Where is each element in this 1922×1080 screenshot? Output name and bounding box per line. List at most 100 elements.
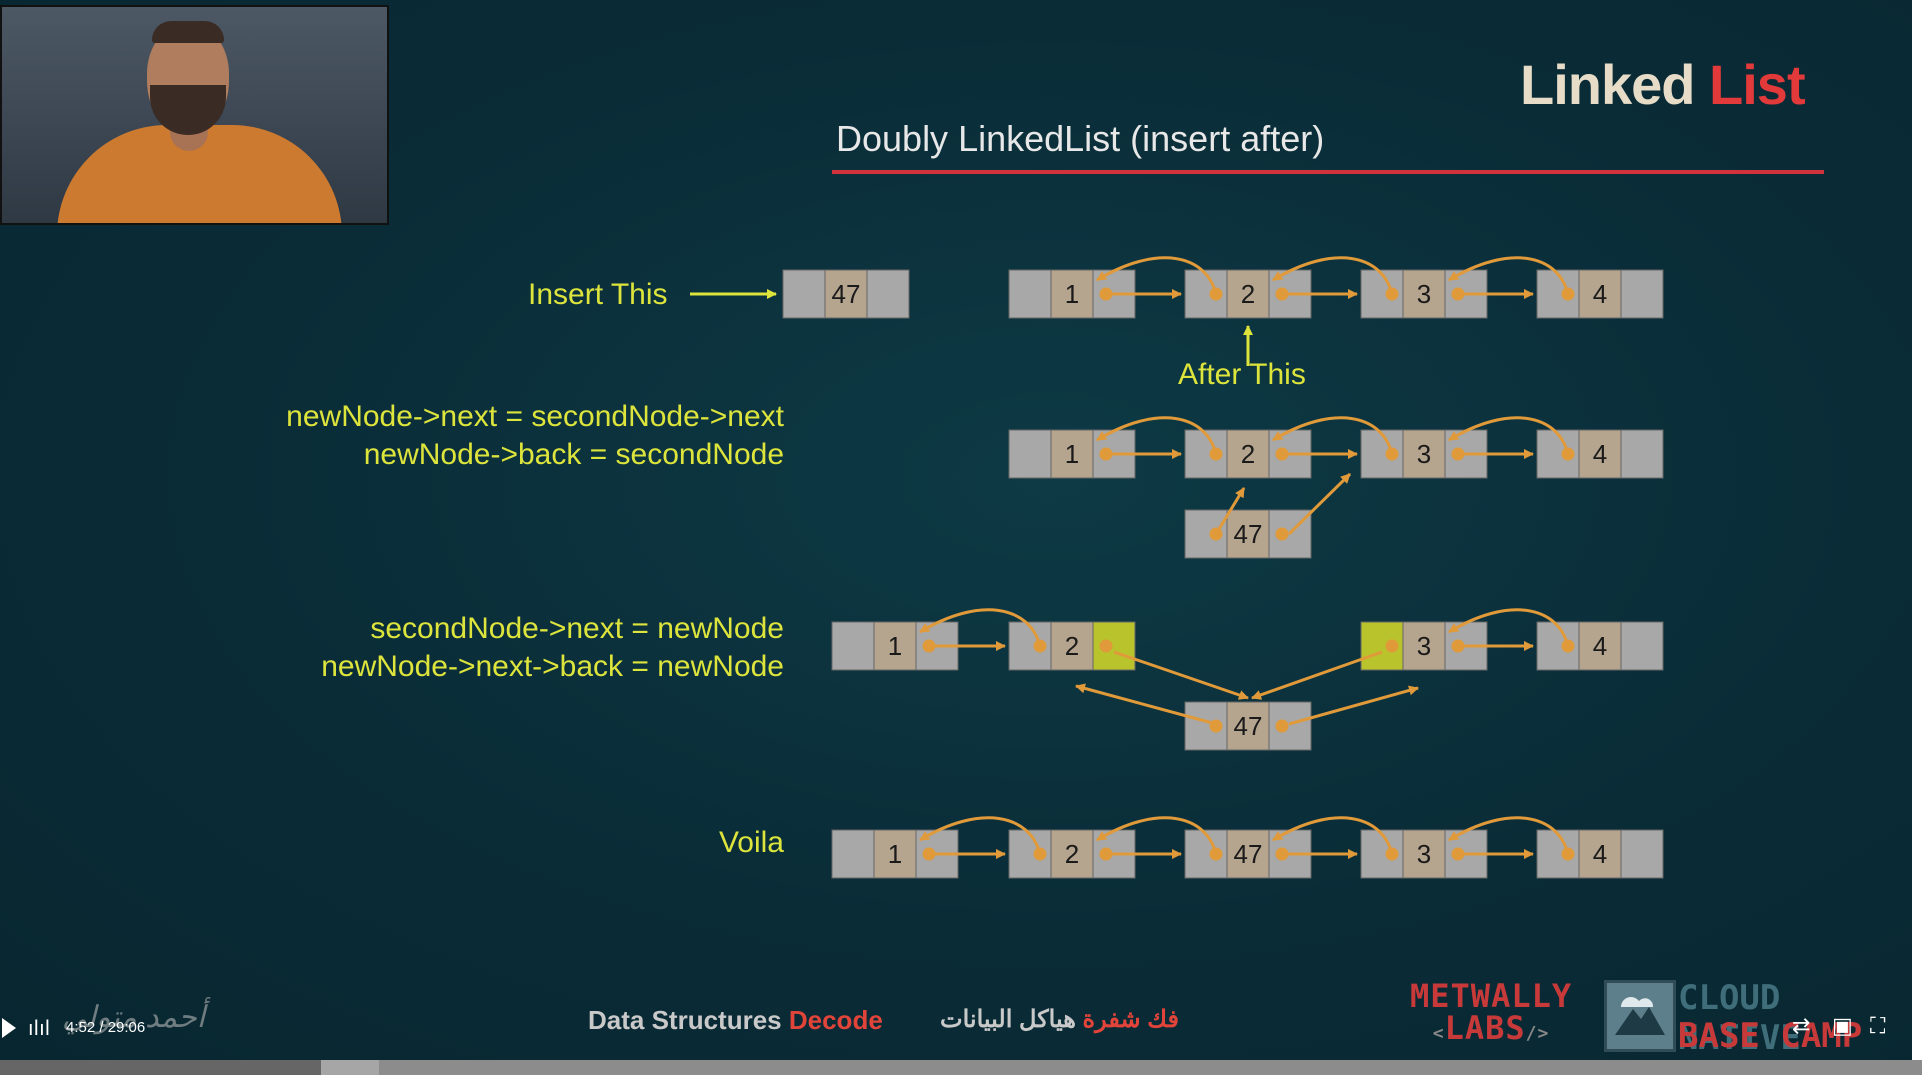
node-back-cell — [782, 269, 826, 319]
node-value-text: 4 — [1593, 631, 1607, 661]
node-value-text: 47 — [1234, 519, 1263, 549]
list-node-n4: 4 — [1536, 621, 1664, 671]
cloud-native-mountain-icon — [1604, 980, 1676, 1052]
presenter-hair — [152, 21, 224, 43]
cloud-native-text: CLOUD NATIVE — [1678, 978, 1801, 1058]
node-value-text: 2 — [1065, 839, 1079, 869]
next-pointer-dot — [1275, 527, 1289, 541]
node-value-cell — [873, 621, 917, 671]
list-node-n4: 4 — [1536, 429, 1664, 479]
node-value-cell — [824, 269, 868, 319]
node-next-cell — [1268, 701, 1312, 751]
footer-decode-word: Decode — [788, 1005, 883, 1035]
node-value-text: 3 — [1417, 631, 1431, 661]
presenter-camera — [0, 5, 389, 225]
list-node-n1: 1 — [1008, 269, 1136, 319]
metwally-line1: METWALLY — [1410, 977, 1573, 1015]
back-arrow — [1096, 816, 1218, 855]
back-arrow — [919, 816, 1042, 855]
label-step1-line1: newNode->next = secondNode->next — [286, 400, 784, 433]
title-word-list: List — [1709, 53, 1806, 116]
node-back-cell — [831, 829, 875, 879]
list-node-n4: 4 — [1536, 829, 1664, 879]
label-step1-line2: newNode->back = secondNode — [363, 438, 784, 471]
list-node-new_node: 47 — [1184, 509, 1312, 559]
node-value-text: 4 — [1593, 279, 1607, 309]
label-step2-line2: newNode->next->back = newNode — [321, 650, 784, 683]
next-pointer-dot — [1275, 719, 1289, 733]
metwally-line2: LABS — [1444, 1009, 1526, 1047]
fullscreen-icon[interactable]: ⛶ — [1870, 1014, 1886, 1039]
settings-icon[interactable]: ⇄ — [1792, 1014, 1811, 1039]
play-icon[interactable] — [2, 1018, 16, 1038]
back-arrow — [1096, 256, 1218, 295]
node-value-cell — [1050, 269, 1094, 319]
list-node-n4: 4 — [1536, 269, 1664, 319]
slide-subtitle: Doubly LinkedList (insert after) — [836, 118, 1325, 159]
back-arrow — [1448, 816, 1570, 855]
footer-arabic-white: هياكل البيانات — [940, 1006, 1076, 1033]
node-value-text: 47 — [1234, 711, 1263, 741]
node-value-cell — [1402, 429, 1446, 479]
back-arrow — [1272, 816, 1394, 855]
node-next-cell — [1620, 429, 1664, 479]
metwally-tag-close: /> — [1525, 1023, 1550, 1044]
back-arrow — [1096, 416, 1218, 455]
node-value-text: 4 — [1593, 439, 1607, 469]
node-value-cell — [1226, 429, 1270, 479]
node-value-text: 1 — [888, 631, 902, 661]
time-display: 4:52 / 29:06 — [66, 1019, 146, 1036]
newnode-next-arrow-r3 — [1288, 685, 1419, 726]
node-back-cell — [1008, 621, 1052, 671]
node-value-cell — [1578, 621, 1622, 671]
back-arrow — [1272, 256, 1394, 295]
newnode-back-arrow-r3 — [1075, 683, 1217, 726]
back-arrow — [1448, 416, 1570, 455]
footer-series-title: Data Structures Decode — [588, 1005, 883, 1036]
node-next-cell — [1092, 621, 1136, 671]
footer-arabic-title: فك شفرة هياكل البيانات — [940, 1005, 1179, 1034]
node-value-cell — [1226, 829, 1270, 879]
node-value-text: 4 — [1593, 839, 1607, 869]
second-next-arrow — [1113, 650, 1249, 700]
back-pointer-dot — [1385, 639, 1399, 653]
next-pointer-dot — [1099, 639, 1113, 653]
progress-track[interactable] — [0, 1060, 1922, 1075]
label-insert-this: Insert This — [528, 278, 668, 311]
node-back-cell — [1008, 429, 1052, 479]
node-value-text: 3 — [1417, 439, 1431, 469]
back-arrow — [919, 608, 1042, 647]
list-node-new_node: 47 — [782, 269, 910, 319]
page-right-margin — [1912, 0, 1922, 1080]
node-value-text: 47 — [832, 279, 861, 309]
node-value-text: 47 — [1234, 839, 1263, 869]
footer-ds-word: Data Structures — [588, 1005, 782, 1035]
presenter-signature: أحمد متولي — [62, 1001, 206, 1034]
video-frame[interactable]: Linked List Doubly LinkedList (insert af… — [0, 0, 1912, 1060]
base-camp-text: BASE CAMP — [1678, 1016, 1863, 1056]
node-value-text: 1 — [1065, 279, 1079, 309]
subtitle-underline — [832, 170, 1824, 174]
back-arrow — [1272, 416, 1394, 455]
label-after-this: After This — [1178, 358, 1306, 391]
back-arrow — [1448, 256, 1570, 295]
metwally-tag-open: < — [1432, 1023, 1445, 1044]
list-node-n3: 3 — [1360, 621, 1488, 671]
label-step2-line1: secondNode->next = newNode — [370, 612, 784, 645]
list-node-n2: 2 — [1008, 621, 1136, 671]
node-value-text: 3 — [1417, 839, 1431, 869]
node-value-cell — [1050, 829, 1094, 879]
node-next-cell — [1620, 621, 1664, 671]
miniplayer-icon[interactable]: ▣ — [1832, 1014, 1853, 1039]
node-back-cell — [1008, 269, 1052, 319]
progress-played[interactable] — [0, 1060, 321, 1075]
node-value-cell — [1226, 701, 1270, 751]
list-node-n1: 1 — [1008, 429, 1136, 479]
node-value-text: 2 — [1241, 279, 1255, 309]
list-node-new_node: 47 — [1184, 701, 1312, 751]
footer-arabic-red: فك شفرة — [1082, 1006, 1179, 1033]
volume-icon[interactable]: ılıl — [28, 1016, 51, 1040]
newnode-back-arrow — [1214, 487, 1246, 535]
node-value-text: 2 — [1241, 439, 1255, 469]
